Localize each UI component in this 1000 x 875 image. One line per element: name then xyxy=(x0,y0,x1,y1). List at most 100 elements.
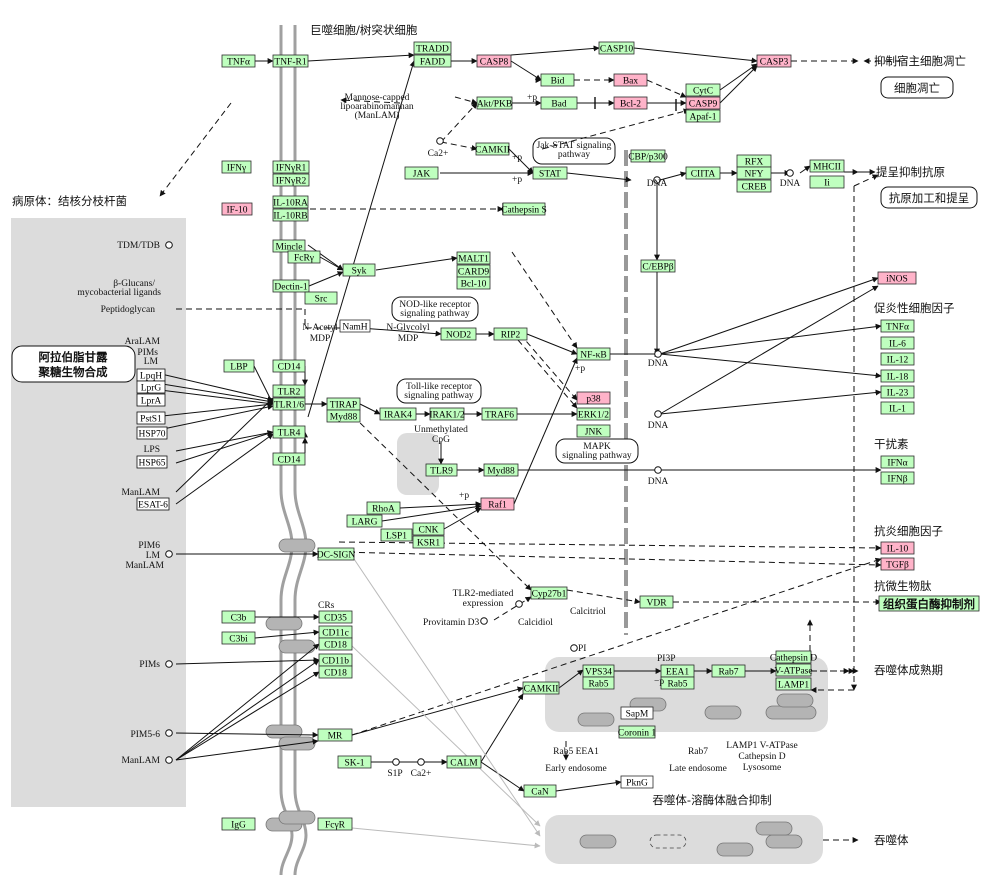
gene-cd14[interactable]: CD14 xyxy=(272,359,306,373)
gene-eea1[interactable]: EEA1 xyxy=(660,664,695,678)
gene-cathepsin-s[interactable]: Cathepsin S xyxy=(501,202,547,216)
gene-tnf-[interactable]: TNFα xyxy=(221,54,256,68)
gene-bax[interactable]: Bax xyxy=(613,73,648,87)
gene-il-18[interactable]: IL-18 xyxy=(880,369,915,383)
gene-tnf-r1[interactable]: TNF-R1 xyxy=(272,54,309,68)
gene-cathepsin-d[interactable]: Cathepsin D xyxy=(770,650,817,664)
gene-fadd[interactable]: FADD xyxy=(413,54,452,68)
gene-il-6[interactable]: IL-6 xyxy=(880,336,915,350)
gene-c-ebp-[interactable]: C/EBPβ xyxy=(640,259,676,273)
gene-ifn-[interactable]: IFNγ xyxy=(221,160,252,174)
gene-cnk[interactable]: CNK xyxy=(412,522,445,536)
gene-raf1[interactable]: Raf1 xyxy=(480,497,515,511)
gene-dectin-1[interactable]: Dectin-1 xyxy=(272,279,310,293)
gene-bcl-2[interactable]: Bcl-2 xyxy=(613,96,648,110)
gene-cd18[interactable]: CD18 xyxy=(318,665,353,679)
gene-src[interactable]: Src xyxy=(304,291,338,305)
gene-traf6[interactable]: TRAF6 xyxy=(481,407,518,421)
gene-lbp[interactable]: LBP xyxy=(223,359,255,373)
gene-camkii[interactable]: CAMKII xyxy=(475,142,510,156)
gene-cyp27b1[interactable]: Cyp27b1 xyxy=(530,586,568,600)
gene-tnf-[interactable]: TNFα xyxy=(880,319,915,333)
gene-ciita[interactable]: CIITA xyxy=(685,166,721,180)
gene-rhoa[interactable]: RhoA xyxy=(366,501,401,515)
gene-rfx[interactable]: RFX xyxy=(736,154,772,168)
gene-ifn-[interactable]: IFNβ xyxy=(880,471,915,485)
gene-sapm[interactable]: SapM xyxy=(620,706,654,720)
gene-if-10[interactable]: IF-10 xyxy=(221,202,253,216)
gene-malt1[interactable]: MALT1 xyxy=(456,251,491,265)
gene-cd35[interactable]: CD35 xyxy=(318,610,353,624)
gene-stat[interactable]: STAT xyxy=(532,166,568,180)
gene-rab5[interactable]: Rab5 xyxy=(660,676,695,690)
gene-rip2[interactable]: RIP2 xyxy=(493,327,528,341)
gene-rab5[interactable]: Rab5 xyxy=(582,676,615,690)
gene-irak4[interactable]: IRAK4 xyxy=(379,407,417,421)
gene-can[interactable]: CaN xyxy=(523,784,557,798)
gene-ifn-r2[interactable]: IFNγR2 xyxy=(272,173,310,187)
gene-jnk[interactable]: JNK xyxy=(576,424,611,438)
gene-namh[interactable]: NamH xyxy=(339,319,371,333)
gene-bad[interactable]: Bad xyxy=(540,96,578,110)
gene-il-10[interactable]: IL-10 xyxy=(880,541,915,555)
gene-cd14[interactable]: CD14 xyxy=(272,452,306,466)
gene-v-atpase[interactable]: V-ATPase xyxy=(774,663,813,677)
gene-ksr1[interactable]: KSR1 xyxy=(412,535,445,549)
gene-casp10[interactable]: CASP10 xyxy=(598,41,635,55)
gene-tradd[interactable]: TRADD xyxy=(413,41,452,55)
gene-tgf-[interactable]: TGFβ xyxy=(880,557,915,571)
gene-il-12[interactable]: IL-12 xyxy=(880,352,915,366)
gene-il-10ra[interactable]: IL-10RA xyxy=(272,195,309,209)
gene-apaf-1[interactable]: Apaf-1 xyxy=(685,109,721,123)
gene-tlr1-6[interactable]: TLR1/6 xyxy=(272,397,306,411)
gene-lsp1[interactable]: LSP1 xyxy=(380,528,413,542)
gene-c3b[interactable]: C3b xyxy=(221,610,256,624)
gene-jak[interactable]: JAK xyxy=(404,166,439,180)
gene-myd88[interactable]: Myd88 xyxy=(326,409,361,423)
gene-cbp-p300[interactable]: CBP/p300 xyxy=(628,149,668,163)
gene-syk[interactable]: Syk xyxy=(342,263,376,277)
gene-p38[interactable]: p38 xyxy=(576,391,611,405)
gene-myd88[interactable]: Myd88 xyxy=(483,463,519,477)
gene-erk1-2[interactable]: ERK1/2 xyxy=(576,407,611,421)
gene-inos[interactable]: iNOS xyxy=(877,271,917,285)
gene-rab7[interactable]: Rab7 xyxy=(711,664,746,678)
gene-larg[interactable]: LARG xyxy=(346,514,383,528)
gene-cytc[interactable]: CytC xyxy=(685,83,721,97)
gene-bid[interactable]: Bid xyxy=(540,73,575,87)
gene-akt-pkb[interactable]: Akt/PKB xyxy=(476,96,513,110)
gene-fcr-[interactable]: FcRγ xyxy=(287,250,321,264)
gene-nf-b[interactable]: NF-κB xyxy=(576,347,611,361)
gene-ifn-[interactable]: IFNα xyxy=(880,455,915,469)
gene-vdr[interactable]: VDR xyxy=(639,595,674,609)
gene-sk-1[interactable]: SK-1 xyxy=(337,755,372,769)
gene-card9[interactable]: CARD9 xyxy=(456,264,491,278)
gene-mr[interactable]: MR xyxy=(317,728,353,742)
gene-creb[interactable]: CREB xyxy=(736,179,772,193)
gene-nfy[interactable]: NFY xyxy=(736,166,772,180)
gene-casp9[interactable]: CASP9 xyxy=(685,96,721,110)
gene-ifn-r1[interactable]: IFNγR1 xyxy=(272,160,310,174)
gene-fc-r[interactable]: FcγR xyxy=(317,817,353,831)
gene-coronin-1[interactable]: Coronin 1 xyxy=(618,725,657,739)
gene-cd18[interactable]: CD18 xyxy=(318,637,353,651)
gene-pkng[interactable]: PknG xyxy=(620,775,654,789)
gene-lamp1[interactable]: LAMP1 xyxy=(775,677,812,691)
gene-bcl-10[interactable]: Bcl-10 xyxy=(456,276,491,290)
gene-calm[interactable]: CALM xyxy=(446,755,482,769)
gene-ii[interactable]: Ii xyxy=(809,175,845,189)
gene-dc-sign[interactable]: DC-SIGN xyxy=(317,547,356,561)
gene-tlr4[interactable]: TLR4 xyxy=(272,425,306,439)
gene-tlr9[interactable]: TLR9 xyxy=(425,463,458,477)
gene-irak1-2[interactable]: IRAK1/2 xyxy=(429,407,465,421)
gene-igg[interactable]: IgG xyxy=(221,817,256,831)
gene-vps34[interactable]: VPS34 xyxy=(582,664,615,678)
gene-camkii[interactable]: CAMKII xyxy=(522,681,560,695)
gene-casp8[interactable]: CASP8 xyxy=(476,54,512,68)
gene-il-10rb[interactable]: IL-10RB xyxy=(272,208,309,222)
gene-cd11c[interactable]: CD11c xyxy=(318,625,353,639)
gene-c3bi[interactable]: C3bi xyxy=(221,631,256,645)
gene-casp3[interactable]: CASP3 xyxy=(756,54,792,68)
gene-cd11b[interactable]: CD11b xyxy=(318,653,353,667)
gene-tlr2[interactable]: TLR2 xyxy=(272,384,306,398)
